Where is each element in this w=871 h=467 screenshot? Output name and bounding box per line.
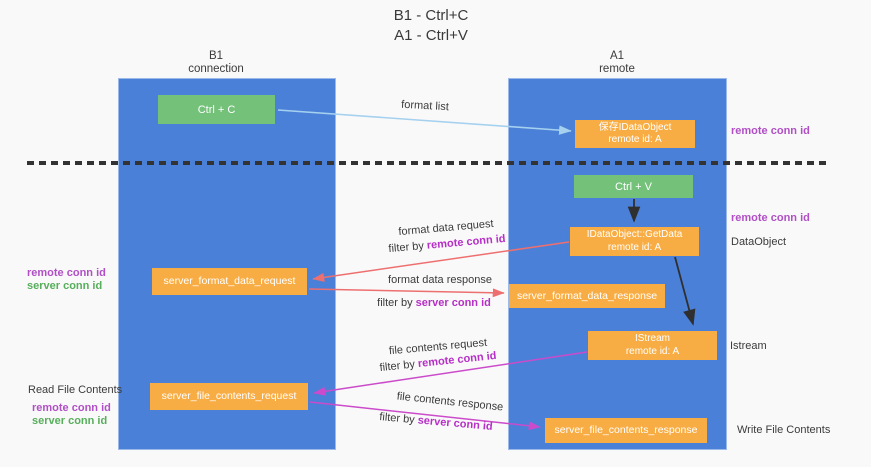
ctrl-v-label: Ctrl + V — [615, 180, 652, 193]
istream-annotation: Istream — [730, 340, 767, 352]
server-file-contents-response-node: server_file_contents_response — [545, 418, 707, 443]
server-conn-id-key: server conn id — [417, 414, 494, 433]
idataobject-getdata-node: IDataObject::GetData remote id: A — [570, 227, 699, 256]
lane-header-a1: A1 remote — [547, 50, 687, 76]
dataobject-annotation: DataObject — [731, 236, 787, 248]
getdata-line2: remote id: A — [607, 241, 662, 253]
istream-node: IStream remote id: A — [588, 331, 717, 360]
format-data-response-filter-label: filter by server conn id — [364, 297, 504, 309]
istream-line1: IStream — [634, 333, 670, 344]
format-list-edge-label: format list — [400, 98, 450, 114]
title-line-1: B1 - Ctrl+C — [393, 7, 469, 24]
ctrl-c-label: Ctrl + C — [197, 103, 236, 116]
filter-by-prefix: filter by — [379, 358, 419, 375]
server-conn-id-key: server conn id — [415, 297, 491, 309]
format-data-response-edge-label: format data response — [388, 274, 492, 286]
filter-by-prefix: filter by — [377, 297, 416, 309]
remote-conn-id-annotation-top: remote conn id — [731, 125, 810, 137]
lane-a1-name: A1 — [609, 50, 625, 62]
server-format-data-response-node: server_format_data_response — [509, 284, 665, 308]
read-file-contents-annotation: Read File Contents — [28, 384, 123, 396]
filter-by-prefix: filter by — [378, 411, 419, 427]
server-conn-id-annotation-left2: server conn id — [32, 415, 108, 427]
format-data-response-arrow — [308, 288, 505, 298]
server-conn-id-annotation-left1: server conn id — [27, 280, 103, 292]
server-file-contents-response-label: server_file_contents_response — [554, 424, 698, 437]
file-contents-response-filter-label: filter by server conn id — [366, 410, 507, 434]
phase-divider-dashed-line — [27, 161, 831, 165]
server-format-data-response-label: server_format_data_response — [516, 289, 658, 302]
remote-conn-id-annotation-left2: remote conn id — [32, 402, 111, 414]
lane-header-b1: B1 connection — [146, 50, 286, 76]
save-idataobject-line1: 保存IDataObject — [598, 121, 672, 133]
ctrl-c-node: Ctrl + C — [158, 95, 275, 124]
save-idataobject-line2: remote id: A — [608, 134, 662, 145]
diagram-title: B1 - Ctrl+C A1 - Ctrl+V — [281, 6, 581, 46]
server-format-data-request-label: server_format_data_request — [163, 275, 296, 288]
lane-a1-role: remote — [599, 63, 635, 75]
getdata-line1: IDataObject::GetData — [586, 229, 683, 240]
title-line-2: A1 - Ctrl+V — [394, 27, 468, 44]
remote-conn-id-annotation-mid: remote conn id — [731, 212, 810, 224]
lane-b1-name: B1 — [208, 50, 224, 62]
ctrl-v-node: Ctrl + V — [574, 175, 693, 198]
server-format-data-request-node: server_format_data_request — [152, 268, 307, 295]
save-idataobject-node: 保存IDataObject remote id: A — [575, 120, 695, 148]
server-file-contents-request-label: server_file_contents_request — [161, 390, 297, 403]
remote-conn-id-key: remote conn id — [426, 232, 506, 252]
lane-b1-role: connection — [188, 63, 244, 75]
istream-line2: remote id: A — [625, 345, 680, 357]
remote-conn-id-annotation-left1: remote conn id — [27, 267, 106, 279]
server-file-contents-request-node: server_file_contents_request — [150, 383, 308, 410]
write-file-contents-annotation: Write File Contents — [737, 424, 831, 436]
filter-by-prefix: filter by — [388, 239, 428, 256]
